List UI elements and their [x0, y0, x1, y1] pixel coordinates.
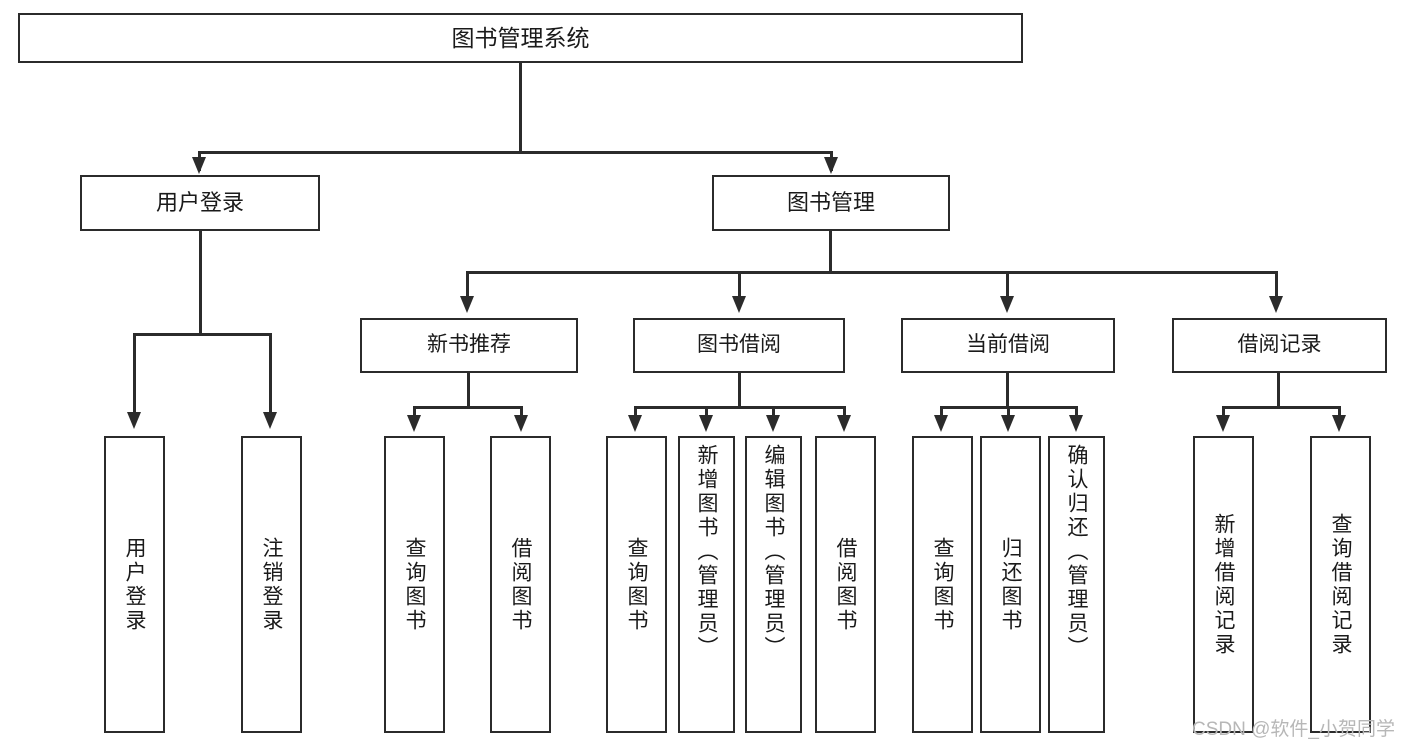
edge-cb-child-3	[1075, 406, 1078, 422]
edge-user-login-bar	[133, 333, 272, 336]
leaf-label: 借阅图书	[509, 536, 532, 633]
arrow-br-child-1	[1216, 415, 1230, 432]
arrow-cb-child-2	[1001, 415, 1015, 432]
edge-user-login-stem	[199, 231, 202, 335]
edge-cb-child-1	[940, 406, 943, 422]
arrow-cb-child-3	[1069, 415, 1083, 432]
edge-nbr-bar	[413, 406, 523, 409]
leaf-logout[interactable]: 注销登录	[241, 436, 302, 733]
edge-book-management-bar	[466, 271, 1278, 274]
edge-bm-child-3	[1006, 271, 1009, 303]
node-label: 图书管理系统	[451, 24, 590, 51]
edge-root-stem	[519, 63, 522, 153]
arrow-bm-child-1	[460, 296, 474, 313]
node-label: 借阅记录	[1237, 333, 1322, 357]
node-label: 图书借阅	[697, 333, 781, 357]
arrow-bb-child-2	[699, 415, 713, 432]
arrow-bm-child-4	[1269, 296, 1283, 313]
leaf-label: 查询图书	[625, 536, 648, 633]
leaf-borrow-book[interactable]: 借阅图书	[815, 436, 876, 733]
node-label: 当前借阅	[966, 333, 1050, 357]
leaf-label: 注销登录	[260, 536, 283, 633]
leaf-label: 查询图书	[403, 536, 426, 633]
leaf-return-book[interactable]: 归还图书	[980, 436, 1041, 733]
arrow-user-login-child-2	[263, 412, 277, 429]
node-label: 新书推荐	[427, 333, 511, 357]
leaf-add-book-admin[interactable]: 新增图书（管理员）	[678, 436, 735, 733]
edge-bb-child-4	[843, 406, 846, 422]
leaf-add-borrow-record[interactable]: 新增借阅记录	[1193, 436, 1254, 733]
edge-book-management-stem	[829, 231, 832, 273]
leaf-label: 查询图书	[931, 536, 954, 633]
leaf-user-login[interactable]: 用户登录	[104, 436, 165, 733]
node-label: 图书管理	[786, 190, 875, 216]
arrow-to-book-management	[824, 157, 838, 174]
edge-bm-child-4	[1275, 271, 1278, 303]
edge-bm-child-2	[738, 271, 741, 303]
node-new-book-recommend[interactable]: 新书推荐	[360, 318, 578, 373]
leaf-label: 确认归还（管理员）	[1065, 444, 1088, 660]
leaf-label: 借阅图书	[834, 536, 857, 633]
arrow-bb-child-1	[628, 415, 642, 432]
node-label: 用户登录	[155, 190, 244, 216]
node-book-management[interactable]: 图书管理	[712, 175, 950, 231]
edge-br-child-1	[1222, 406, 1225, 422]
edge-user-login-child-1	[133, 333, 136, 419]
edge-bb-child-1	[634, 406, 637, 422]
leaf-borrow-book-recommend[interactable]: 借阅图书	[490, 436, 551, 733]
leaf-label: 用户登录	[123, 536, 146, 633]
edge-cb-stem	[1006, 373, 1009, 409]
arrow-nbr-child-2	[514, 415, 528, 432]
leaf-label: 新增图书（管理员）	[695, 444, 718, 660]
leaf-edit-book-admin[interactable]: 编辑图书（管理员）	[745, 436, 802, 733]
node-current-borrow[interactable]: 当前借阅	[901, 318, 1115, 373]
edge-br-stem	[1277, 373, 1280, 409]
arrow-bb-child-4	[837, 415, 851, 432]
edge-bb-child-2	[705, 406, 708, 422]
arrow-user-login-child-1	[127, 412, 141, 429]
edge-root-bar	[198, 151, 832, 154]
leaf-label: 新增借阅记录	[1212, 512, 1235, 657]
leaf-label: 归还图书	[999, 536, 1022, 633]
arrow-bm-child-3	[1000, 296, 1014, 313]
edge-nbr-child-1	[413, 406, 416, 422]
leaf-query-borrow-record[interactable]: 查询借阅记录	[1310, 436, 1371, 733]
arrow-bb-child-3	[766, 415, 780, 432]
edge-cb-child-2	[1007, 406, 1010, 422]
edge-br-child-2	[1338, 406, 1341, 422]
leaf-confirm-return-admin[interactable]: 确认归还（管理员）	[1048, 436, 1105, 733]
leaf-label: 编辑图书（管理员）	[762, 444, 785, 660]
arrow-to-user-login	[192, 157, 206, 174]
edge-bb-child-3	[772, 406, 775, 422]
edge-bm-child-1	[466, 271, 469, 303]
node-borrow-record[interactable]: 借阅记录	[1172, 318, 1387, 373]
arrow-cb-child-1	[934, 415, 948, 432]
leaf-query-book-recommend[interactable]: 查询图书	[384, 436, 445, 733]
edge-nbr-child-2	[520, 406, 523, 422]
node-user-login[interactable]: 用户登录	[80, 175, 320, 231]
arrow-bm-child-2	[732, 296, 746, 313]
edge-nbr-stem	[467, 373, 470, 409]
leaf-query-book-borrow[interactable]: 查询图书	[606, 436, 667, 733]
edge-br-bar	[1222, 406, 1341, 409]
edge-bb-bar	[634, 406, 846, 409]
leaf-query-book-current[interactable]: 查询图书	[912, 436, 973, 733]
edge-bb-stem	[738, 373, 741, 409]
node-root-book-management-system[interactable]: 图书管理系统	[18, 13, 1023, 63]
edge-user-login-child-2	[269, 333, 272, 419]
node-book-borrow[interactable]: 图书借阅	[633, 318, 845, 373]
arrow-br-child-2	[1332, 415, 1346, 432]
leaf-label: 查询借阅记录	[1329, 512, 1352, 657]
arrow-nbr-child-1	[407, 415, 421, 432]
